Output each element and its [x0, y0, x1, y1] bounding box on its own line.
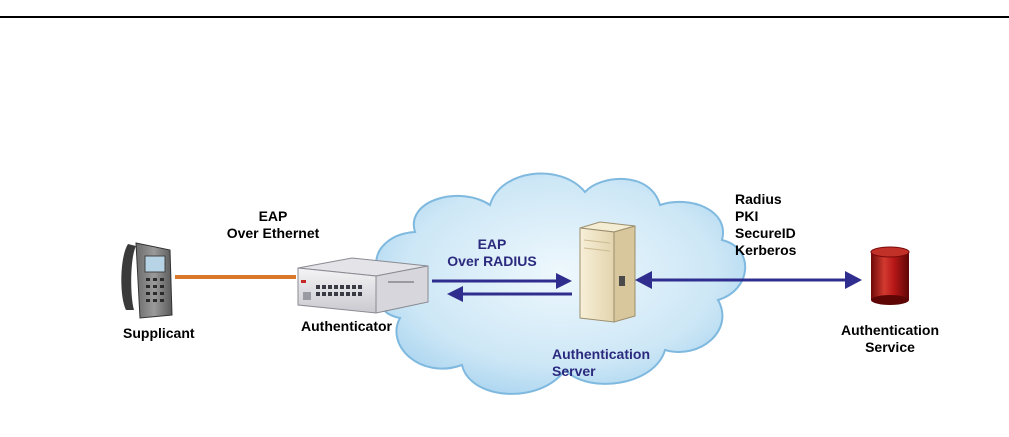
label-line: Service [865, 339, 915, 355]
server-tower-icon [579, 221, 636, 323]
label-line: Authentication [552, 346, 650, 362]
server-service-arrow [635, 271, 862, 289]
eap-over-ethernet-label: EAP Over Ethernet [218, 208, 328, 242]
authenticator-label: Authenticator [301, 318, 392, 334]
label-line: EAP [258, 208, 288, 224]
label-line: PKI [735, 208, 759, 224]
ip-phone-icon [121, 242, 173, 319]
label-line: Over RADIUS [447, 253, 537, 269]
label-line: Server [552, 363, 596, 379]
label-line: SecureID [735, 225, 796, 241]
label-line: Radius [735, 191, 782, 207]
eap-radius-arrows [432, 273, 572, 302]
database-cylinder-icon [870, 246, 910, 305]
authentication-service-label: Authentication Service [826, 322, 954, 356]
top-rule [0, 16, 1009, 18]
eap-over-radius-label: EAP Over RADIUS [432, 236, 552, 270]
authentication-server-label: Authentication Server [552, 346, 650, 380]
label-line: Authentication [841, 322, 939, 338]
auth-methods-label: Radius PKI SecureID Kerberos [735, 191, 796, 259]
ethernet-switch-icon [297, 257, 429, 314]
label-line: EAP [477, 236, 507, 252]
label-line: Kerberos [735, 242, 797, 258]
supplicant-label: Supplicant [123, 325, 195, 341]
label-line: Over Ethernet [226, 225, 320, 241]
